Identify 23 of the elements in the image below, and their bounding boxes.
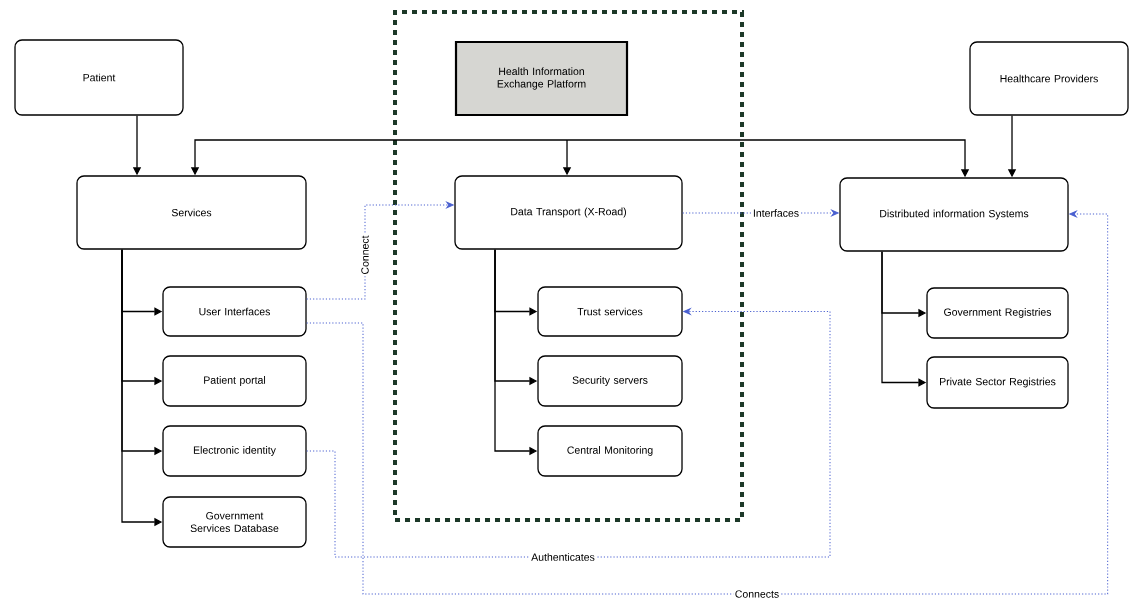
edge-label: Connect — [359, 233, 371, 277]
process-box: Patient — [14, 39, 184, 116]
edge-label: Connects — [733, 588, 781, 598]
process-box: Private Sector Registries — [926, 356, 1069, 409]
arrow — [306, 201, 454, 300]
title-box: Health Information Exchange Platform — [454, 40, 629, 117]
process-box: Healthcare Providers — [969, 41, 1129, 116]
process-box: Central Monitoring — [537, 425, 683, 477]
arrow — [306, 308, 831, 558]
process-box: Electronic identity — [162, 425, 307, 477]
process-box: Trust services — [537, 286, 683, 337]
process-box: Data Transport (X-Road) — [454, 175, 683, 250]
arrow — [306, 210, 1109, 595]
process-box: Government Services Database — [162, 496, 307, 548]
process-box: Security servers — [537, 355, 683, 407]
edge-label: Interfaces — [751, 207, 801, 219]
process-box: Distributed information Systems — [839, 177, 1069, 252]
edge-label: Authenticates — [529, 551, 597, 563]
process-box: Services — [76, 175, 307, 250]
dashed-boundary-box — [393, 10, 744, 522]
process-box: Patient portal — [162, 355, 307, 407]
process-box: User Interfaces — [162, 286, 307, 337]
process-box: Government Registries — [926, 287, 1069, 339]
